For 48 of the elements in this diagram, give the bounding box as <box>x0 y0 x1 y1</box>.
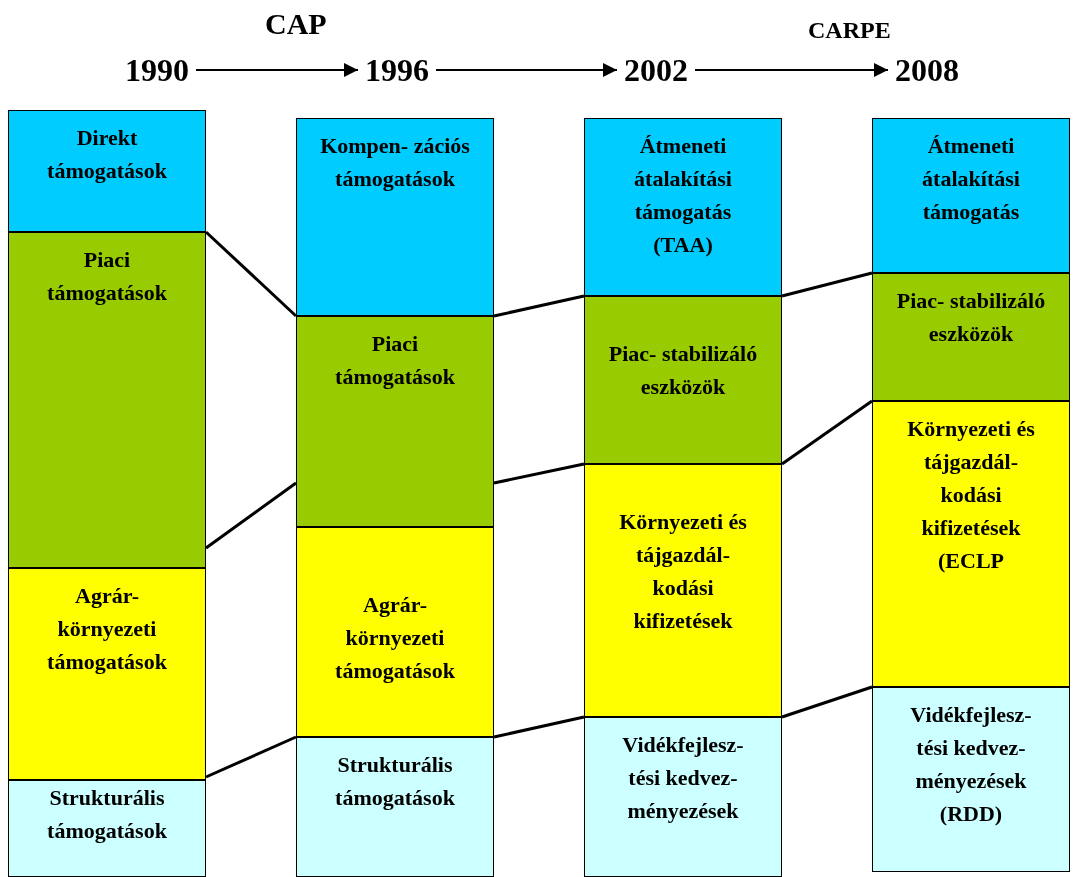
segment-label: Vidékfejlesz- tési kedvez- ményezések <box>621 731 745 825</box>
connector-line <box>205 735 297 779</box>
year-label: 1990 <box>118 50 196 90</box>
column-segment <box>296 527 494 737</box>
column-segment <box>872 273 1070 401</box>
segment-label: Piaci támogatások <box>334 330 456 391</box>
year-label: 2008 <box>888 50 966 90</box>
column-segment <box>8 232 206 568</box>
segment-label: Direkt támogatások <box>46 124 168 185</box>
connector-line <box>493 462 585 485</box>
column-segment <box>872 401 1070 687</box>
column-segment <box>8 780 206 877</box>
connector-line <box>493 294 585 318</box>
segment-label: Piac- stabilizáló eszközök <box>896 287 1046 348</box>
connector-line <box>204 230 298 318</box>
segment-label: Környezeti és tájgazdál- kodási kifizetések (ECLP <box>906 415 1036 575</box>
connector-line <box>205 481 297 550</box>
column-segment <box>872 687 1070 872</box>
segment-label: Piaci támogatások <box>46 246 168 307</box>
segment-label: Átmeneti átalakítási támogatás <box>921 132 1021 226</box>
connector-line <box>781 685 873 719</box>
segment-label: Agrár- környezeti támogatások <box>334 591 456 685</box>
segment-label: Kompen- zációs támogatások <box>320 132 470 193</box>
column-segment <box>584 296 782 464</box>
arrow <box>435 63 618 77</box>
year-label: 2002 <box>617 50 695 90</box>
segment-label: Agrár- környezeti támogatások <box>46 582 168 676</box>
arrow <box>694 63 889 77</box>
connector-line <box>781 399 873 466</box>
segment-label: Környezeti és tájgazdál- kodási kifizetések <box>618 508 748 635</box>
connector-line <box>781 271 873 298</box>
column-segment <box>584 118 782 296</box>
column-segment <box>296 316 494 527</box>
segment-label: Piac- stabilizáló eszközök <box>608 340 758 401</box>
column-segment <box>872 118 1070 273</box>
column-segment <box>296 118 494 316</box>
segment-label: Vidékfejlesz- tési kedvez- ményezések (RDD) <box>909 701 1033 828</box>
column-segment <box>584 717 782 877</box>
column-segment <box>296 737 494 877</box>
segment-label: Strukturális támogatások <box>46 784 168 845</box>
column-segment <box>8 568 206 780</box>
segment-label: Strukturális támogatások <box>334 751 456 812</box>
column-segment <box>8 110 206 232</box>
connector-line <box>493 715 585 739</box>
arrow <box>195 63 359 77</box>
segment-label: Átmeneti átalakítási támogatás (TAA) <box>633 132 733 259</box>
year-label: 1996 <box>358 50 436 90</box>
column-segment <box>584 464 782 717</box>
